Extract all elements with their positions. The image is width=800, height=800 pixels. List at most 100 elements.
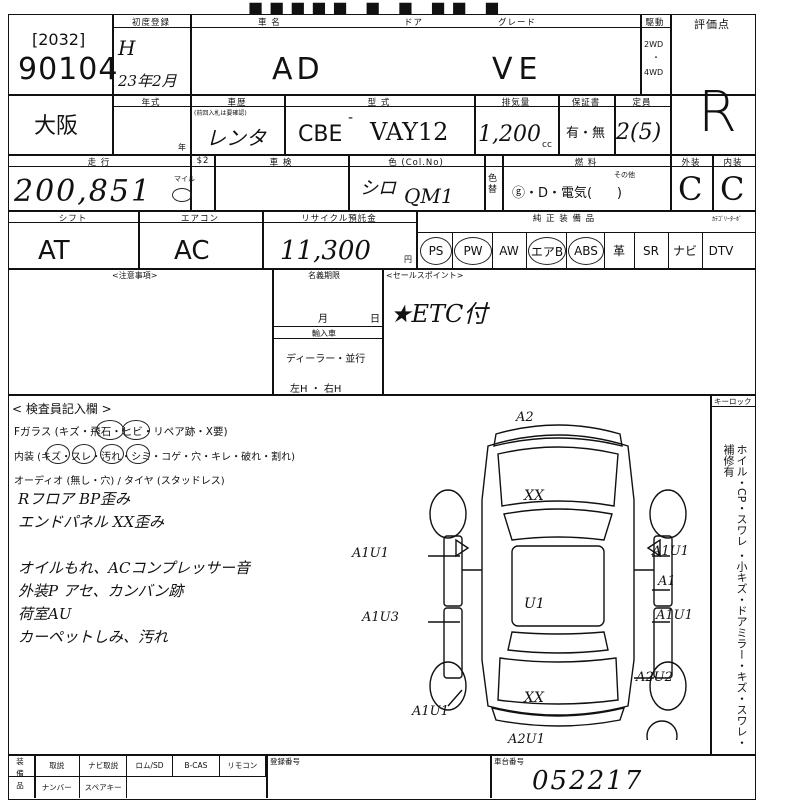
equipment-item: SR [643,243,659,258]
color: シロ [360,178,396,199]
handwritten-note-line: オイルもれ、ACコンプレッサー音 [18,559,251,577]
footer-equipment-label: 装 備 品 [16,757,24,790]
door-label: ドア [404,18,424,28]
capacity: 2(5) [616,120,662,145]
handwritten-notes: Rフロア BP歪みエンドパネル XX歪みオイルもれ、ACコンプレッサー音外装P … [18,488,278,649]
mark-left-quarter: A1U1 [412,704,449,719]
lot-code: [2032] [32,30,86,49]
shift-label: シフト [58,214,88,224]
region: 大阪 [34,114,79,139]
footer-items-bottom: ナンバースペアキー [34,776,266,798]
recycle-unit: 円 [404,255,412,264]
auction-sheet: ■■■■■ ■ ■ ■■ ■ [2032] 90104 初度登録 H 23年2月… [8,0,756,800]
reg-number-label: 登録番号 [270,757,300,766]
score-label: 評価点 [694,18,730,31]
mark-rear: A2U1 [508,732,545,747]
lot-number: 90104 [18,52,119,87]
model-prefix: CBE [298,122,343,147]
shift: AT [38,236,70,266]
mileage-label: 走 行 [87,158,111,168]
equipment-item: ABS [568,237,604,265]
model: VAY12 [370,118,449,146]
grade-label: グレード [498,18,537,28]
sheet-title: ■■■■■ ■ ■ ■■ ■ [248,0,506,17]
handwritten-note-line: 外装P アセ、カンバン跡 [18,582,184,600]
equipment-item: PW [454,237,492,265]
car-name: AD [272,52,324,87]
mark-right-rear-door: A1U1 [656,608,693,623]
interior-label: 内装 [723,158,743,168]
chassis-number: 052217 [532,766,644,796]
aircon-label: エアコン [180,214,219,224]
steering: 左H ・ 右H [290,384,342,395]
mark-left-front-door: A1U1 [352,546,389,561]
capacity-label: 定員 [632,98,652,108]
mark-right-pillar: A1 [658,574,676,589]
warranty: 有・無 [566,126,606,141]
handwritten-note-line: 荷室AU [18,605,72,623]
warranty-label: 保証書 [571,98,601,108]
displacement: 1,200 [478,122,541,147]
equipment-item: DTV [708,243,734,258]
exterior-label: 外装 [681,158,701,168]
handwritten-note-line: カーペットしみ、汚れ [18,628,169,646]
fuel-label: 燃 料 [574,158,598,168]
drive-2wd: 2WD [644,40,664,49]
drive-4wd: 4WD [644,68,664,77]
color-label: 色 (Col.No) [388,158,444,168]
usage-note: (前回入札は要確認) [194,110,247,117]
mark-right-front-door: A1U1 [652,544,689,559]
inspection-label: 車 検 [269,158,293,168]
mileage-unit-label: $2 [196,156,210,166]
mark-front: A2 [516,410,534,425]
footer-item: リモコン [220,754,266,776]
inspector-title: < 検査員記入欄 > [12,402,112,416]
equipment-item: PS [420,237,452,265]
mark-right-quarter: A2U2 [636,670,673,685]
displacement-label: 排気量 [501,98,531,108]
score: R [698,80,737,145]
turbo-label: ｶﾃｺﾞﾘｰﾀｰﾎﾞ [712,216,743,223]
mark-left-rear-door: A1U3 [362,610,399,625]
sales-point-label: <セールスポイント> [386,271,464,280]
year-label: 年式 [141,98,161,108]
km-circle [172,188,192,202]
model-label: 型 式 [367,98,391,108]
sales-point: ★ETC付 [390,300,488,328]
footer-item: ナンバー [34,776,81,798]
equipment-label: 純 正 装 備 品 [532,214,596,224]
interior: C [720,170,745,208]
footer-item: スペアキー [80,776,127,798]
interior-damage-line: 内装 (キズ・スレ・汚れ・シミ・コゲ・穴・キレ・破れ・割れ) [14,452,295,463]
side-damage-text: ホイル・CP・スワレ ・小キズ・ドアミラー・キズ・スワレ・補修有 [722,444,748,748]
caution-label: <注意事項> [112,271,158,280]
expiry-label: 名義期限 [308,271,340,280]
handwritten-note-line: エンドパネル XX歪み [18,513,165,531]
footer-item: ナビ取説 [80,754,127,776]
handwritten-note-line [18,534,278,557]
handwritten-note-line: Rフロア BP歪み [18,490,131,508]
footer-item: B-CAS [173,754,220,776]
color-code: QM1 [404,184,454,208]
key-lock-label: キーロック [714,397,752,406]
mileage: 200,851 [14,174,153,209]
mileage-unit: マイル [174,175,195,183]
equipment-item: ナビ [672,244,697,258]
reg-date: 23年2月 [118,72,177,90]
equipment-item: AW [499,243,519,258]
aircon: AC [174,236,210,266]
dealer: ディーラー・並行 [286,354,366,365]
grade: VE [492,52,544,87]
usage: レンタ [206,126,266,150]
drive-dot: ・ [652,53,660,62]
expiry-day: 日 [370,314,380,325]
equipment-item: エアB [528,237,566,265]
import-label: 輸入車 [312,329,336,338]
usage-unit: 年 [178,143,186,152]
mark-hood: XX [524,488,544,504]
expiry-month: 月 [318,314,328,325]
footer-item: ロム/SD [127,754,174,776]
drive-label: 駆動 [645,18,665,28]
